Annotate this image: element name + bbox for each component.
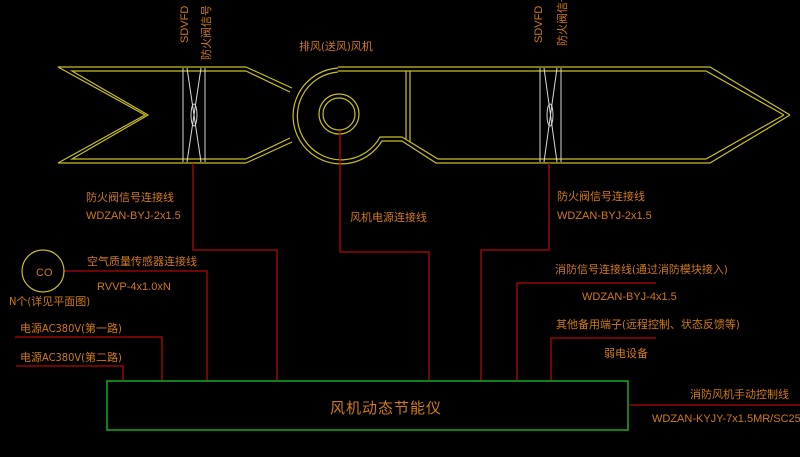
- duct-right-top-inner: [338, 70, 785, 116]
- right-damper-name: 防火阀信号: [555, 0, 569, 46]
- right-damper-cable-spec: WDZAN-BYJ-2x1.5: [557, 210, 652, 222]
- left-damper-name: 防火阀信号: [199, 5, 213, 60]
- wire-power-2: [16, 365, 124, 381]
- duct-right-top-outer: [338, 66, 791, 116]
- fire-damper-icon: [190, 103, 198, 127]
- fire-damper-icon: [546, 103, 554, 127]
- fire-damper-left: [182, 67, 206, 163]
- fan-scroll-outer: [292, 67, 402, 165]
- manual-control-cable-spec: WDZAN-KYJY-7x1.5MR/SC25: [652, 413, 800, 425]
- duct-left-taper-bottom: [245, 141, 293, 164]
- power-feed-2-label: 电源AC380V(第二路): [20, 350, 122, 364]
- fire-signal-cable-title: 消防信号连接线(通过消防模块接入): [555, 262, 728, 276]
- fire-signal-cable-spec: WDZAN-BYJ-4x1.5: [582, 291, 677, 303]
- wire-power-1: [15, 336, 163, 381]
- controller-label: 风机动态节能仪: [330, 399, 442, 417]
- fan-power-cable-label: 风机电源连接线: [350, 210, 427, 224]
- spare-terminal-label: 其他备用端子(远程控制、状态反馈等): [556, 317, 740, 331]
- wire-fan-power: [339, 131, 430, 381]
- wire-right-damper: [480, 163, 550, 381]
- damper-left-blade-b: [186, 67, 202, 163]
- fan-scroll-inner: [296, 71, 402, 161]
- left-damper-cable-title: 防火阀信号连接线: [86, 190, 174, 204]
- co-sensor-circle[interactable]: [21, 249, 65, 293]
- wiring: [15, 131, 800, 406]
- duct-left-outer: [57, 66, 246, 164]
- left-damper-cable-spec: WDZAN-BYJ-2x1.5: [86, 210, 181, 222]
- controller-box[interactable]: [106, 380, 629, 431]
- duct-left-taper-top-inner: [245, 70, 291, 93]
- manual-control-cable-title: 消防风机手动控制线: [690, 387, 789, 401]
- co-sensor-label: CO: [36, 267, 53, 279]
- right-damper-cable-title: 防火阀信号连接线: [557, 189, 645, 203]
- wire-left-damper: [192, 163, 278, 381]
- weak-current-device-label: 弱电设备: [604, 346, 648, 360]
- fan-impeller-inner: [322, 97, 356, 131]
- power-feed-1-label: 电源AC380V(第一路): [20, 321, 122, 335]
- wire-fire-signal: [516, 282, 656, 381]
- right-damper-code: SDVFD: [533, 6, 545, 43]
- duct-outline: [57, 66, 791, 165]
- fan-label: 排风(送风)风机: [299, 39, 373, 53]
- wire-spare-terminal: [550, 337, 656, 381]
- damper-right-blade-b: [543, 67, 558, 163]
- duct-left-taper-top: [245, 66, 293, 89]
- duct-left-taper-bottom-inner: [245, 137, 291, 160]
- wire-air-quality: [64, 270, 208, 381]
- left-damper-code: SDVFD: [179, 6, 191, 43]
- duct-right-bottom-outer: [401, 114, 791, 164]
- duct-right-bottom-inner: [401, 114, 785, 160]
- duct-left-inner: [69, 70, 246, 160]
- co-sensor-note: N个(详见平面图): [9, 294, 90, 308]
- fan-impeller-outer: [318, 93, 360, 135]
- fire-damper-right: [539, 67, 562, 163]
- air-quality-cable-title: 空气质量传感器连接线: [87, 254, 197, 268]
- air-quality-cable-spec: RVVP-4x1.0xN: [97, 281, 171, 293]
